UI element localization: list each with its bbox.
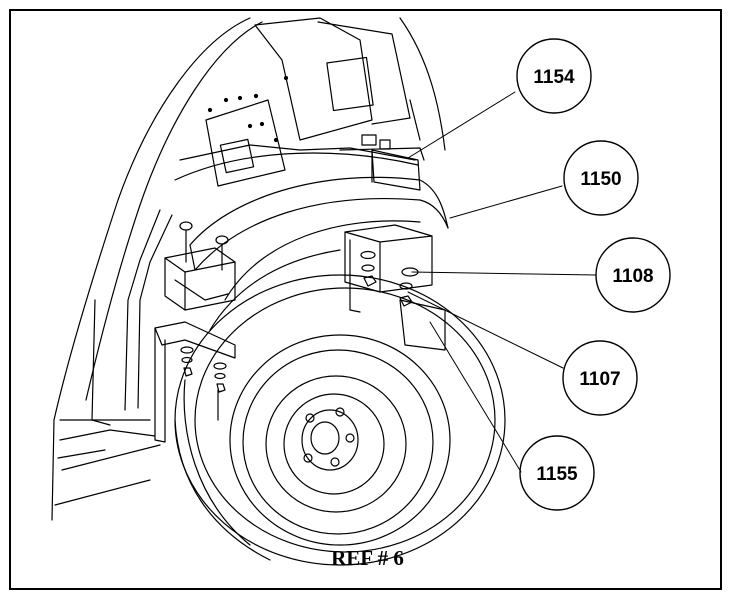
fender-bracket-front xyxy=(154,321,236,443)
callout-1150: 1150 xyxy=(563,140,639,216)
callout-number: 1154 xyxy=(533,67,575,88)
callout-1155: 1155 xyxy=(519,435,595,511)
washer xyxy=(360,250,376,260)
nut xyxy=(363,275,377,287)
callout-1154: 1154 xyxy=(516,38,592,114)
callout-number: 1107 xyxy=(579,369,620,390)
leader-lines xyxy=(407,91,597,473)
fender-bracket-rear xyxy=(371,149,421,191)
callout-number: 1155 xyxy=(536,464,578,485)
right-bracket-assembly xyxy=(344,224,446,351)
hopper-body xyxy=(51,17,446,521)
callout-1107: 1107 xyxy=(562,340,638,416)
fender xyxy=(164,176,449,331)
reference-label: REF # 6 xyxy=(331,546,404,570)
wheel-tire xyxy=(174,274,506,566)
callout-1108: 1108 xyxy=(595,237,671,313)
callout-number: 1108 xyxy=(612,266,653,287)
callout-number: 1150 xyxy=(580,169,621,190)
